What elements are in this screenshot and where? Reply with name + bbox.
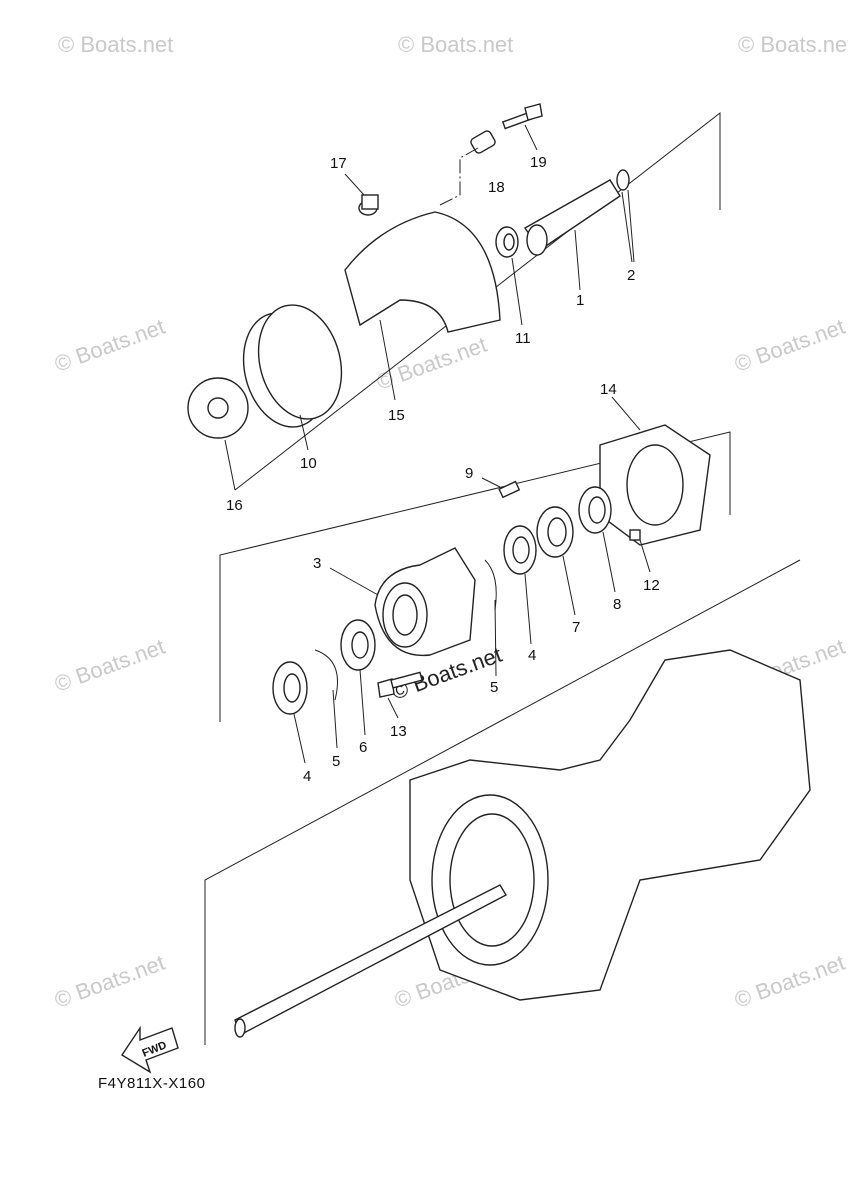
callout-4-upper: 4: [528, 647, 536, 664]
callout-13: 13: [390, 723, 407, 740]
part-15-cover: [344, 211, 501, 401]
diagram-code: F4Y811X-X160: [98, 1075, 206, 1092]
part-2-o-ring: [616, 169, 635, 263]
callouts: 17 18 19 2 1 11 15 10 16 14 9 3 12 8 7 4…: [226, 124, 660, 785]
fwd-arrow-icon: FWD: [121, 1025, 179, 1074]
callout-12: 12: [643, 577, 660, 594]
part-13-bolt: [377, 671, 423, 719]
part-16-damper: [187, 377, 249, 491]
callout-16: 16: [226, 497, 243, 514]
part-5-circlip-lower: [314, 649, 338, 749]
callout-19: 19: [530, 154, 547, 171]
group-frames: [204, 111, 801, 1045]
callout-7: 7: [572, 619, 580, 636]
part-19-bolt: [501, 103, 543, 130]
part-11-seal: [495, 226, 523, 326]
part-9-fitting: [481, 477, 521, 499]
callout-9: 9: [465, 465, 473, 482]
callout-18: 18: [488, 179, 505, 196]
part-12-pin: [629, 529, 641, 541]
callout-6: 6: [359, 739, 367, 756]
callout-10: 10: [300, 455, 317, 472]
part-14-housing-plate: [599, 396, 711, 546]
part-7-bearing: [536, 506, 576, 616]
watermark: © Boats.net: [373, 332, 490, 395]
part-8-seal: [578, 486, 616, 593]
part-5-circlip-upper: [484, 559, 497, 677]
watermark: © Boats.net: [398, 32, 513, 57]
part-10-coupler: [242, 304, 343, 451]
part-17-collar: [358, 194, 379, 216]
watermark: © Boats.net: [738, 32, 848, 57]
part-3-bearing-housing: [329, 547, 476, 657]
watermark: © Boats.net: [731, 314, 848, 377]
jet-pump-housing: [234, 649, 811, 1038]
part-6-bearing: [340, 619, 376, 736]
callout-5-upper: 5: [490, 679, 498, 696]
part-1-shaft: [523, 179, 621, 291]
callout-15: 15: [388, 407, 405, 424]
callout-4-lower: 4: [303, 768, 311, 785]
callout-17: 17: [330, 155, 347, 172]
callout-11: 11: [515, 330, 531, 347]
watermark: © Boats.net: [58, 32, 173, 57]
watermark: © Boats.net: [731, 950, 848, 1013]
callout-5-lower: 5: [332, 753, 340, 770]
watermark: © Boats.net: [51, 314, 168, 377]
watermark: © Boats.net: [51, 950, 168, 1013]
watermark: © Boats.net: [51, 634, 168, 697]
callout-14: 14: [600, 381, 617, 398]
part-18-grommet: [439, 130, 496, 206]
callout-8: 8: [613, 596, 621, 613]
callout-3: 3: [313, 555, 321, 572]
callout-2: 2: [627, 267, 635, 284]
part-4-seal-lower: [272, 661, 308, 764]
part-4-bearing-upper: [503, 525, 537, 645]
callout-1: 1: [576, 292, 584, 309]
